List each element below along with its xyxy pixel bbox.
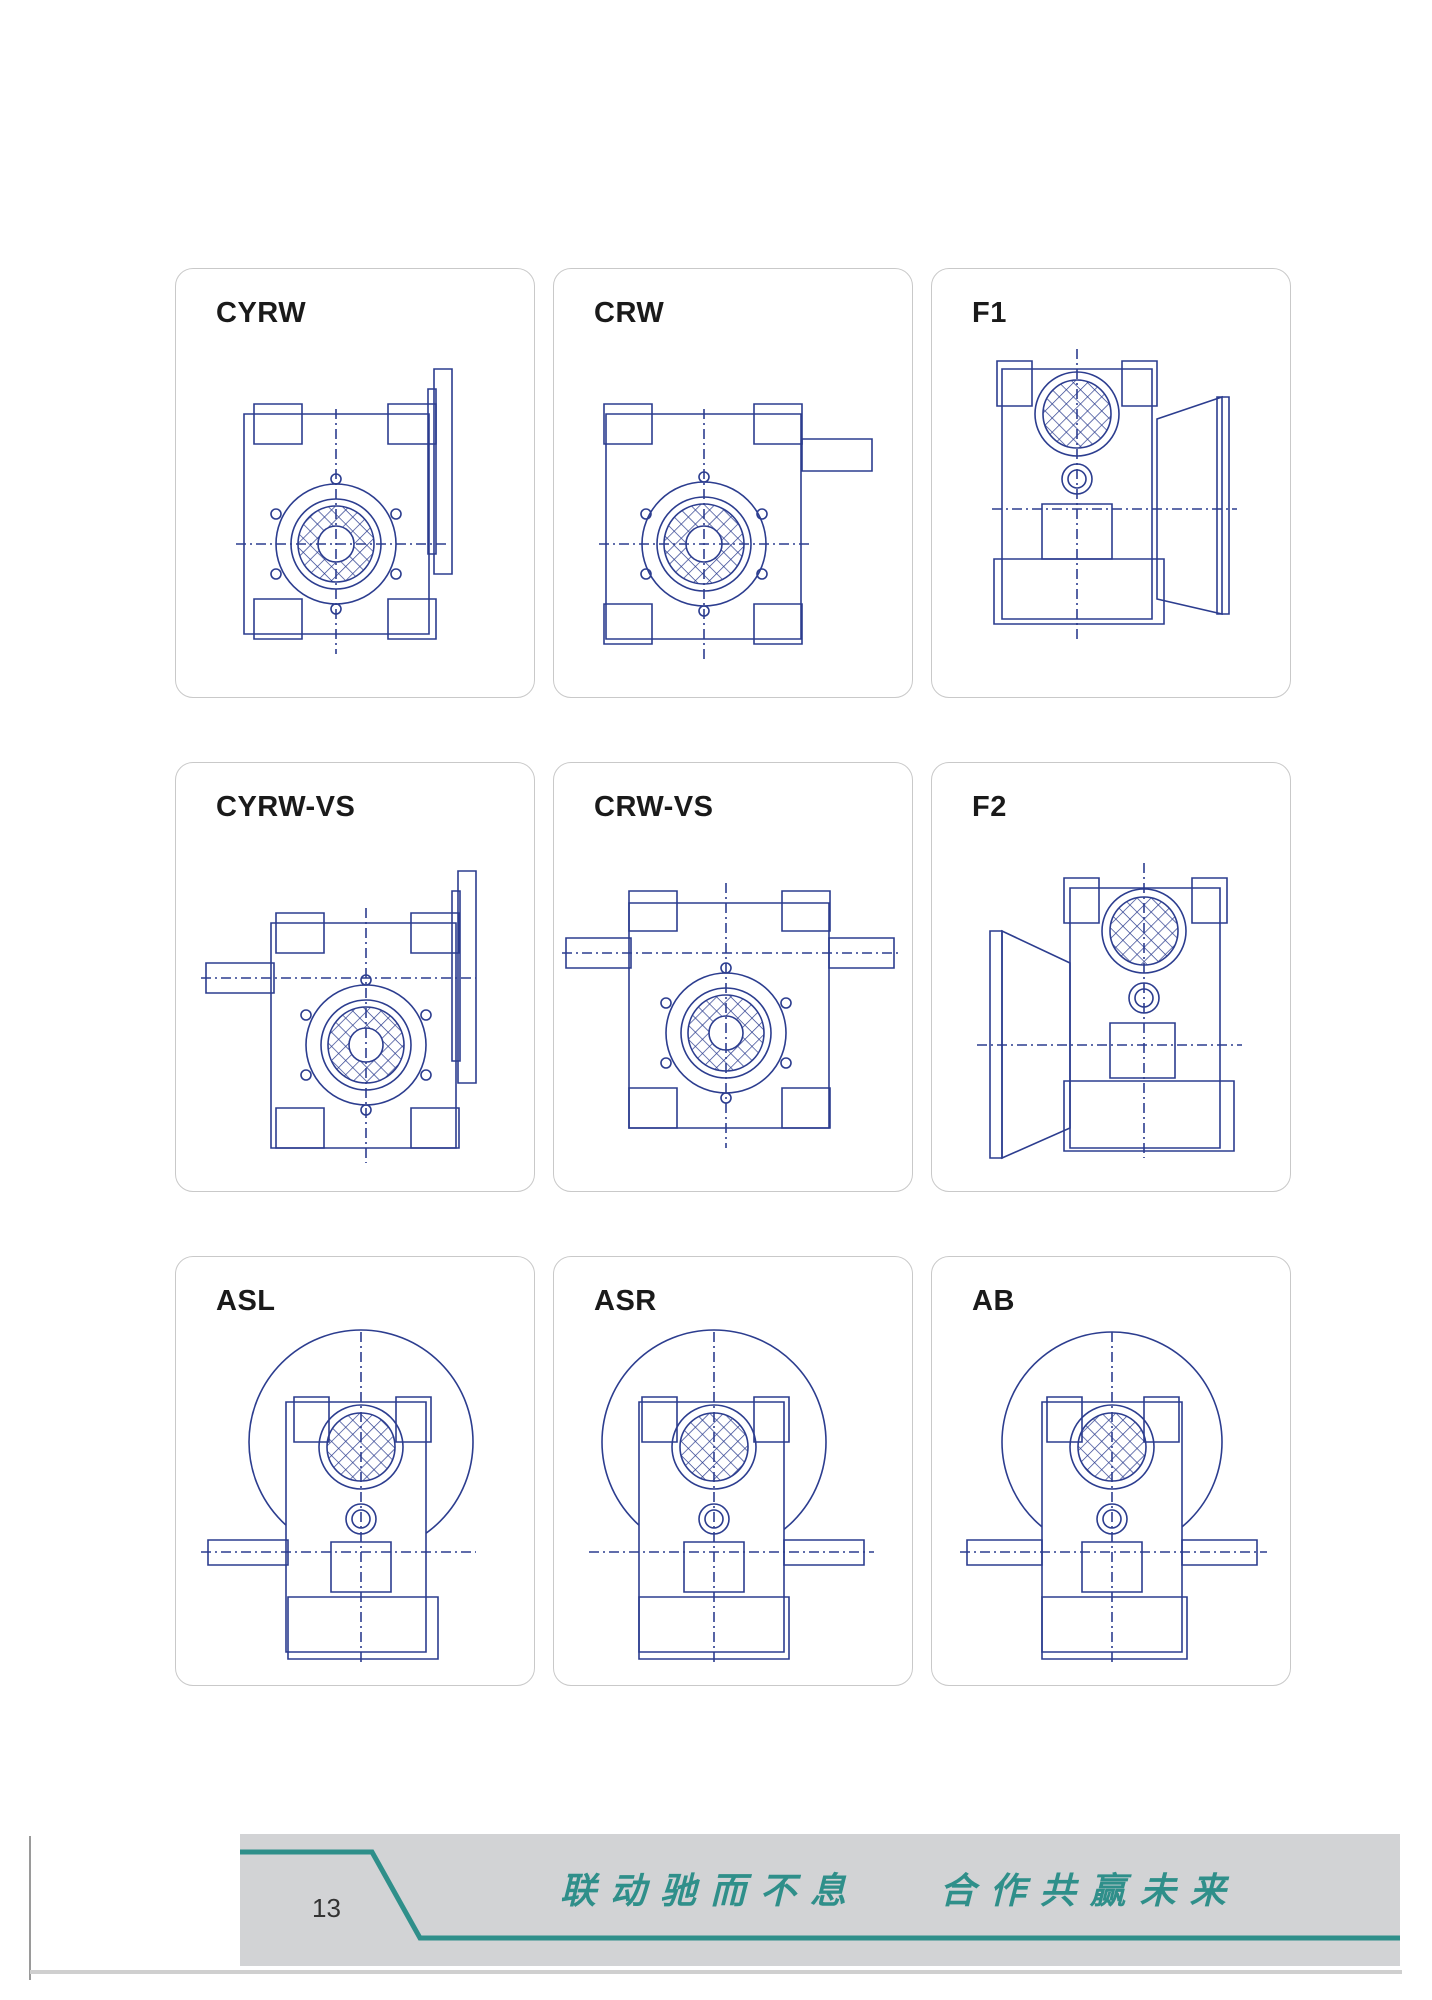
card-title: CYRW (216, 297, 307, 329)
footer-slogan: 联动驰而不息 合作共赢未来 (560, 1871, 1240, 1912)
card-crw: CRW (553, 268, 913, 698)
card-asl: ASL (175, 1256, 535, 1686)
card-title: CYRW-VS (216, 791, 356, 823)
gearbox-front-drawing (554, 269, 914, 699)
gearbox-double-shaft-flange-drawing (176, 763, 536, 1193)
gearbox-arm-right-drawing (554, 1257, 914, 1687)
card-title: CRW-VS (594, 791, 714, 823)
card-ab: AB (931, 1256, 1291, 1686)
card-title: CRW (594, 297, 665, 329)
card-f2: F2 (931, 762, 1291, 1192)
card-title: F1 (972, 297, 1007, 329)
card-f1: F1 (931, 268, 1291, 698)
gearbox-side-flange-drawing (932, 269, 1292, 699)
card-asr: ASR (553, 1256, 913, 1686)
page-number: 13 (312, 1893, 341, 1923)
gearbox-double-shaft-drawing (554, 763, 914, 1193)
card-title: AB (972, 1285, 1015, 1317)
gearbox-front-flange-drawing (176, 269, 536, 699)
card-title: F2 (972, 791, 1007, 823)
card-cyrw-vs: CYRW-VS (175, 762, 535, 1192)
gearbox-arm-both-drawing (932, 1257, 1292, 1687)
card-title: ASR (594, 1285, 657, 1317)
card-crw-vs: CRW-VS (553, 762, 913, 1192)
gearbox-arm-left-drawing (176, 1257, 536, 1687)
footer-band (0, 1834, 1402, 2000)
card-cyrw: CYRW (175, 268, 535, 698)
card-title: ASL (216, 1285, 276, 1317)
gearbox-side-flange-left-drawing (932, 763, 1292, 1193)
